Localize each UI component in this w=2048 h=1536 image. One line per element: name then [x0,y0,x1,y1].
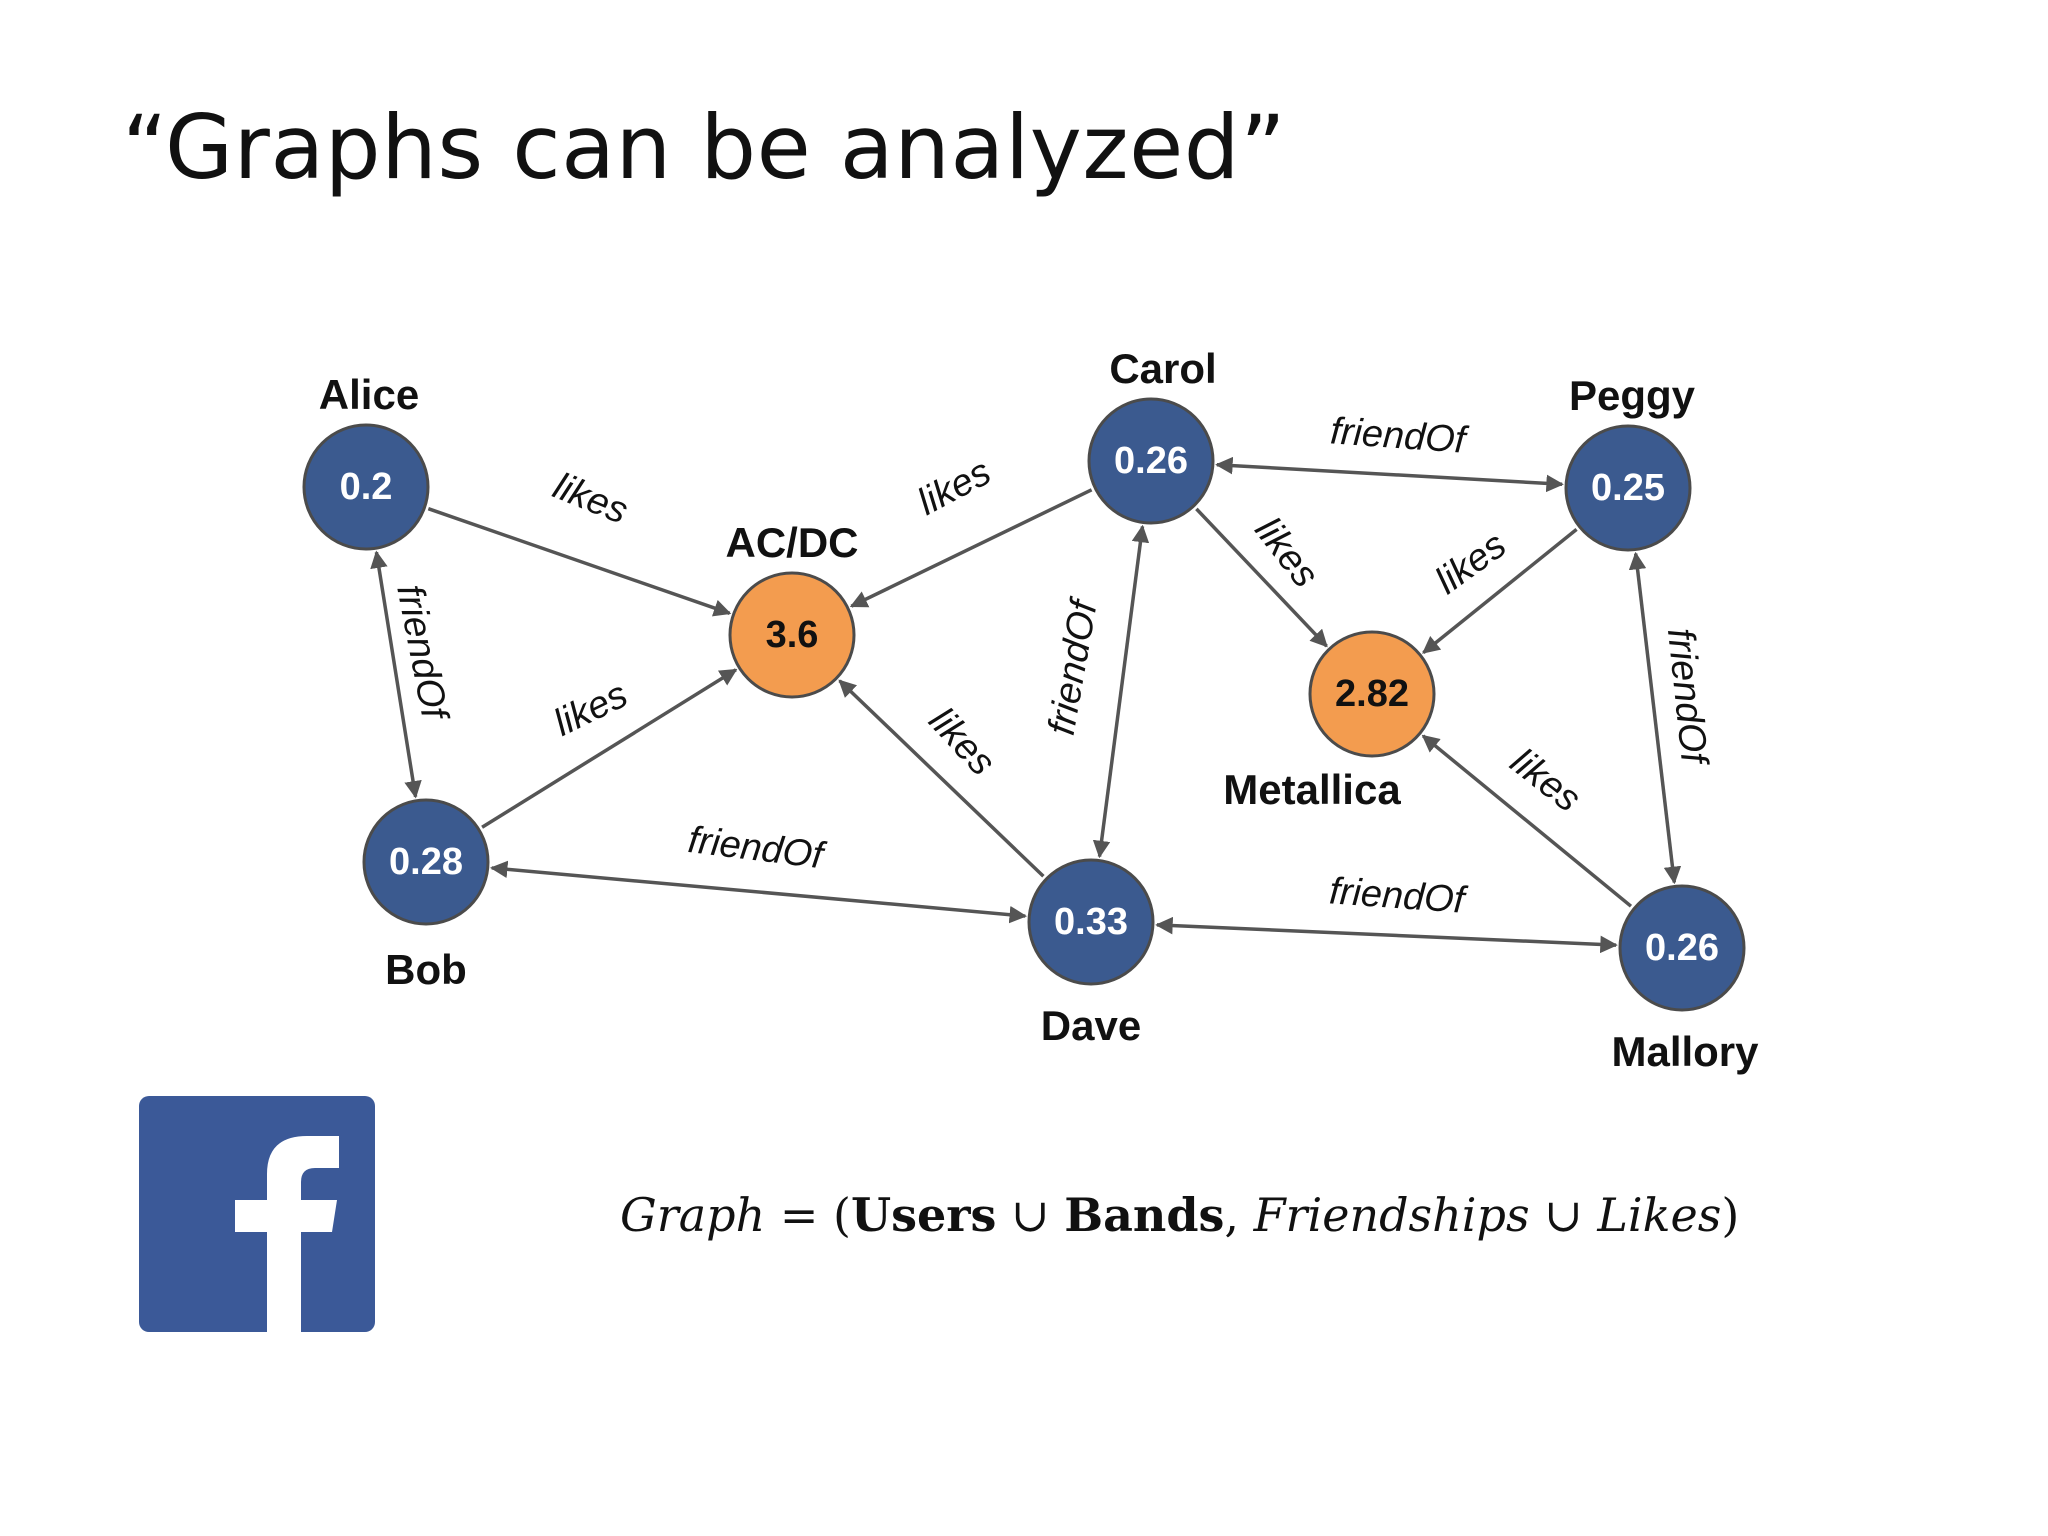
node-value-peggy: 0.25 [1591,467,1665,509]
node-value-bob: 0.28 [389,841,463,883]
edge-label-alice-acdc: likes [547,465,633,532]
node-label-dave: Dave [1041,1002,1141,1049]
node-value-acdc: 3.6 [766,614,819,656]
edge-label-carol-peggy: friendOf [1329,410,1470,462]
node-circle-dave [1027,858,1155,986]
edge-carol-peggy [1215,456,1564,493]
node-acdc: 3.6 AC/DC [726,519,859,699]
edge-label-carol-metallica: likes [1247,510,1327,596]
node-value-mallory: 0.26 [1645,927,1719,969]
node-label-bob: Bob [385,946,467,993]
edge-carol-acdc [849,488,1093,608]
node-carol: 0.26 Carol [1087,345,1217,525]
node-circle-peggy [1564,424,1692,552]
edge-peggy-metallica [1422,528,1578,654]
edges-layer [370,456,1682,954]
node-circle-acdc [728,571,856,699]
node-label-peggy: Peggy [1569,372,1696,419]
formula-comma: , [1224,1188,1254,1242]
edge-carol-metallica [1195,507,1328,648]
node-label-acdc: AC/DC [726,519,859,566]
node-value-metallica: 2.82 [1335,673,1409,715]
node-circle-carol [1087,397,1215,525]
edge-label-carol-dave: friendOf [1041,594,1106,738]
edge-bob-acdc [481,668,738,829]
node-label-carol: Carol [1109,345,1216,392]
edge-dave-acdc [838,679,1045,878]
edge-alice-acdc [427,507,732,617]
edge-bob-dave [489,860,1028,924]
formula-equals: = ( [765,1188,851,1242]
node-circle-metallica [1308,630,1436,758]
slide-title: “Graphs can be analyzed” [122,96,1287,199]
node-alice: 0.2 Alice [302,371,430,551]
formula-bands: Bands [1064,1188,1225,1242]
node-circle-mallory [1618,884,1746,1012]
node-peggy: 0.25 Peggy [1564,372,1696,552]
edge-label-alice-bob: friendOf [388,581,456,725]
edge-mallory-metallica [1421,734,1633,908]
node-value-carol: 0.26 [1114,440,1188,482]
formula-graph: Graph [620,1188,766,1242]
formula-union-2: ∪ [1529,1188,1598,1242]
node-circle-alice [302,423,430,551]
node-label-mallory: Mallory [1611,1028,1759,1075]
edge-label-mallory-metallica: likes [1503,741,1589,821]
edge-dave-mallory [1155,916,1618,954]
formula-union-1: ∪ [996,1188,1065,1242]
edge-label-carol-acdc: likes [911,451,998,524]
edge-alice-bob [370,550,422,799]
formula-close: ) [1721,1188,1740,1242]
formula-users: Users [850,1188,997,1242]
edge-peggy-mallory [1628,551,1682,885]
formula-likes: Likes [1597,1188,1722,1242]
node-value-alice: 0.2 [340,466,393,508]
node-circle-bob [362,798,490,926]
node-label-alice: Alice [319,371,419,418]
facebook-logo-icon [139,1096,375,1332]
edge-label-peggy-mallory: friendOf [1659,626,1715,768]
edge-label-bob-acdc: likes [547,674,634,745]
formula-friendships: Friendships [1253,1188,1530,1242]
node-label-metallica: Metallica [1223,766,1401,813]
node-value-dave: 0.33 [1054,901,1128,943]
edge-label-dave-mallory: friendOf [1328,870,1469,922]
edge-carol-dave [1092,524,1150,859]
graph-definition-formula: Graph = (Users ∪ Bands, Friendships ∪ Li… [620,1188,1739,1242]
edge-label-bob-dave: friendOf [686,819,829,878]
